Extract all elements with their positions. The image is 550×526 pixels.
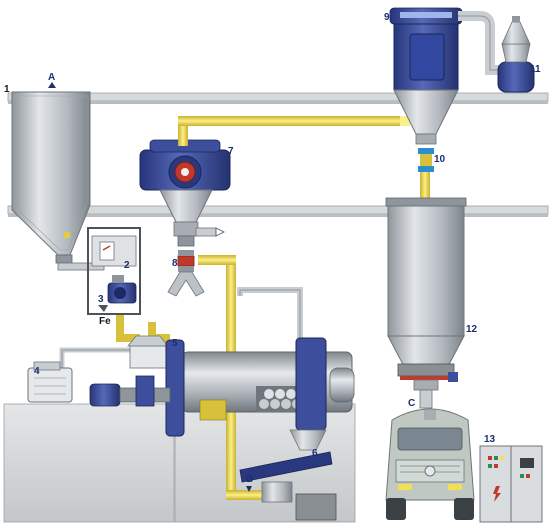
control-cabinet bbox=[479, 445, 543, 523]
label-1: 1 bbox=[4, 84, 10, 95]
label-12: 12 bbox=[466, 324, 478, 335]
label-2: 2 bbox=[124, 260, 130, 271]
fe-chute-icon bbox=[98, 305, 108, 312]
feed-bunker bbox=[11, 82, 105, 271]
label-13: 13 bbox=[484, 434, 496, 445]
rotary-valve bbox=[167, 250, 205, 297]
vacuum-pump bbox=[27, 361, 73, 403]
grey-pipes bbox=[59, 287, 303, 368]
ball-mill bbox=[89, 335, 355, 437]
upper-platform bbox=[7, 92, 549, 104]
label-4: 4 bbox=[34, 366, 40, 377]
label-7: 7 bbox=[228, 146, 234, 157]
label-9: 9 bbox=[384, 12, 390, 23]
exhaust-fan bbox=[458, 11, 535, 93]
label-6: 6 bbox=[312, 448, 318, 459]
discharge-conveyor bbox=[239, 429, 337, 521]
callout-labels: 1 A 2 3 Fe 4 5 6 7 8 9 10 11 12 13 B C bbox=[4, 12, 541, 485]
arrow-a-icon bbox=[48, 82, 56, 88]
label-c: C bbox=[408, 398, 415, 409]
bag-filter bbox=[389, 7, 463, 172]
label-10: 10 bbox=[434, 154, 446, 165]
label-3: 3 bbox=[98, 294, 104, 305]
separator-motor bbox=[98, 275, 137, 312]
middle-platform bbox=[7, 205, 549, 217]
label-8: 8 bbox=[172, 258, 178, 269]
label-b: B bbox=[246, 474, 253, 485]
product-silo bbox=[385, 197, 467, 409]
label-11: 11 bbox=[530, 64, 541, 75]
label-5: 5 bbox=[172, 338, 178, 349]
arrow-b-icon bbox=[246, 486, 252, 492]
dosing-frame bbox=[87, 227, 141, 315]
label-fe: Fe bbox=[99, 316, 111, 327]
tanker-truck bbox=[385, 408, 475, 520]
classifier-mill bbox=[139, 139, 231, 247]
label-a: A bbox=[48, 72, 55, 83]
